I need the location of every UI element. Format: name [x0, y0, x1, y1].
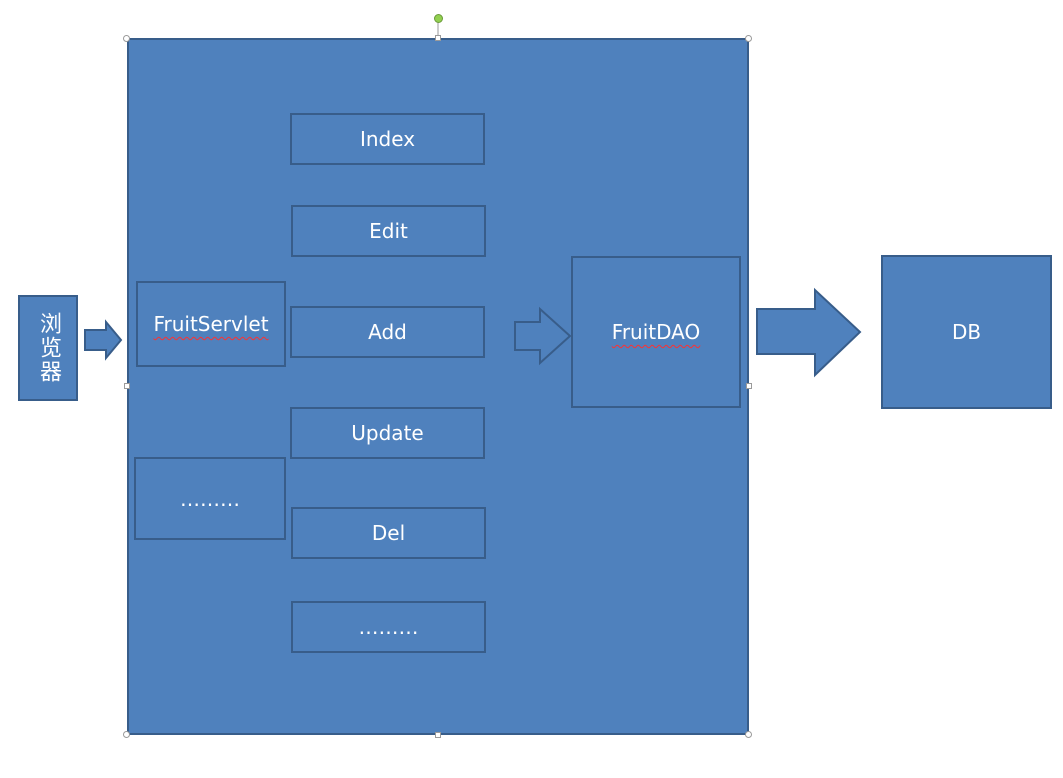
servlet-more-box[interactable]: ………: [134, 457, 286, 540]
method-box-del[interactable]: Del: [291, 507, 486, 559]
add-to-dao-arrow[interactable]: [514, 306, 572, 366]
resize-handle-bottom-left[interactable]: [123, 731, 130, 738]
method-box-update[interactable]: Update: [290, 407, 485, 459]
browser-to-servlet-arrow[interactable]: [84, 319, 123, 361]
method-label-index: Index: [359, 127, 416, 151]
servlet-more-label: ………: [180, 486, 240, 511]
fruit-servlet-label: FruitServlet: [153, 312, 269, 336]
method-box-more[interactable]: ………: [291, 601, 486, 653]
browser-box[interactable]: 浏览器: [18, 295, 78, 401]
db-label: DB: [951, 320, 982, 344]
method-label-edit: Edit: [369, 219, 408, 243]
fruit-servlet-box[interactable]: FruitServlet: [136, 281, 286, 367]
browser-label: 浏览器: [36, 312, 61, 384]
resize-handle-right[interactable]: [746, 383, 752, 389]
resize-handle-top-right[interactable]: [745, 35, 752, 42]
resize-handle-top-left[interactable]: [123, 35, 130, 42]
dao-to-db-arrow[interactable]: [756, 287, 862, 378]
resize-handle-bottom-right[interactable]: [745, 731, 752, 738]
method-box-index[interactable]: Index: [290, 113, 485, 165]
method-label-add: Add: [368, 320, 407, 344]
resize-handle-left[interactable]: [124, 383, 130, 389]
method-label-update: Update: [351, 421, 424, 445]
method-box-add[interactable]: Add: [290, 306, 485, 358]
method-box-edit[interactable]: Edit: [291, 205, 486, 257]
resize-handle-top[interactable]: [435, 35, 441, 41]
rotate-handle[interactable]: [434, 14, 443, 23]
method-label-del: Del: [371, 521, 406, 545]
db-box[interactable]: DB: [881, 255, 1052, 409]
resize-handle-bottom[interactable]: [435, 732, 441, 738]
fruit-dao-box[interactable]: FruitDAO: [571, 256, 741, 408]
method-label-more: ………: [358, 615, 419, 639]
fruit-dao-label: FruitDAO: [611, 320, 701, 344]
